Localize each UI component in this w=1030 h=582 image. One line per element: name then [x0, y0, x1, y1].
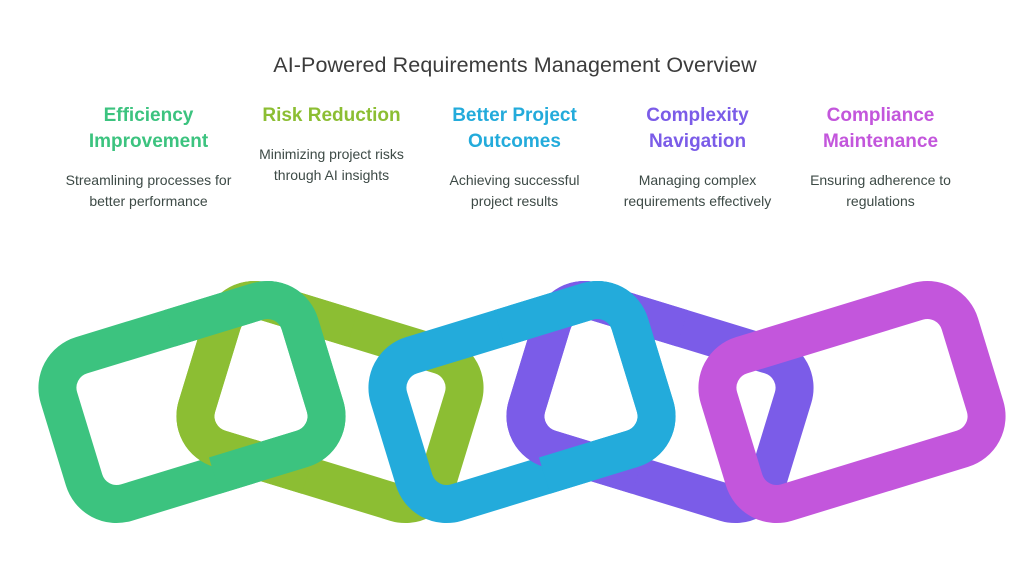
feature-heading: Compliance Maintenance — [822, 105, 939, 152]
feature-description: Minimizing project risks through AI insi… — [259, 145, 404, 183]
feature-description: Achieving successful project results — [449, 171, 580, 209]
chain-root — [38, 280, 1006, 524]
feature-description: Managing complex requirements effectivel… — [623, 171, 772, 209]
chain-links-svg — [38, 280, 1006, 524]
feature-description: Ensuring adherence to regulations — [810, 171, 951, 209]
page-title: AI-Powered Requirements Management Overv… — [273, 53, 757, 77]
feature-column-efficiency-improvement: Efficiency Improvement Streamlining proc… — [57, 103, 240, 212]
feature-column-compliance-maintenance: Compliance Maintenance Ensuring adherenc… — [789, 103, 972, 212]
feature-heading: Risk Reduction — [262, 105, 401, 126]
feature-heading: Efficiency Improvement — [88, 105, 209, 152]
chain-graphic — [0, 272, 1030, 532]
feature-heading: Better Project Outcomes — [452, 105, 577, 152]
feature-column-better-project-outcomes: Better Project Outcomes Achieving succes… — [423, 103, 606, 212]
feature-columns: Efficiency Improvement Streamlining proc… — [57, 103, 973, 212]
feature-heading: Complexity Navigation — [646, 105, 749, 152]
chain-link-5 — [698, 280, 1006, 524]
feature-column-risk-reduction: Risk Reduction Minimizing project risks … — [240, 103, 423, 186]
feature-column-complexity-navigation: Complexity Navigation Managing complex r… — [606, 103, 789, 212]
feature-description: Streamlining processes for better perfor… — [65, 171, 232, 209]
